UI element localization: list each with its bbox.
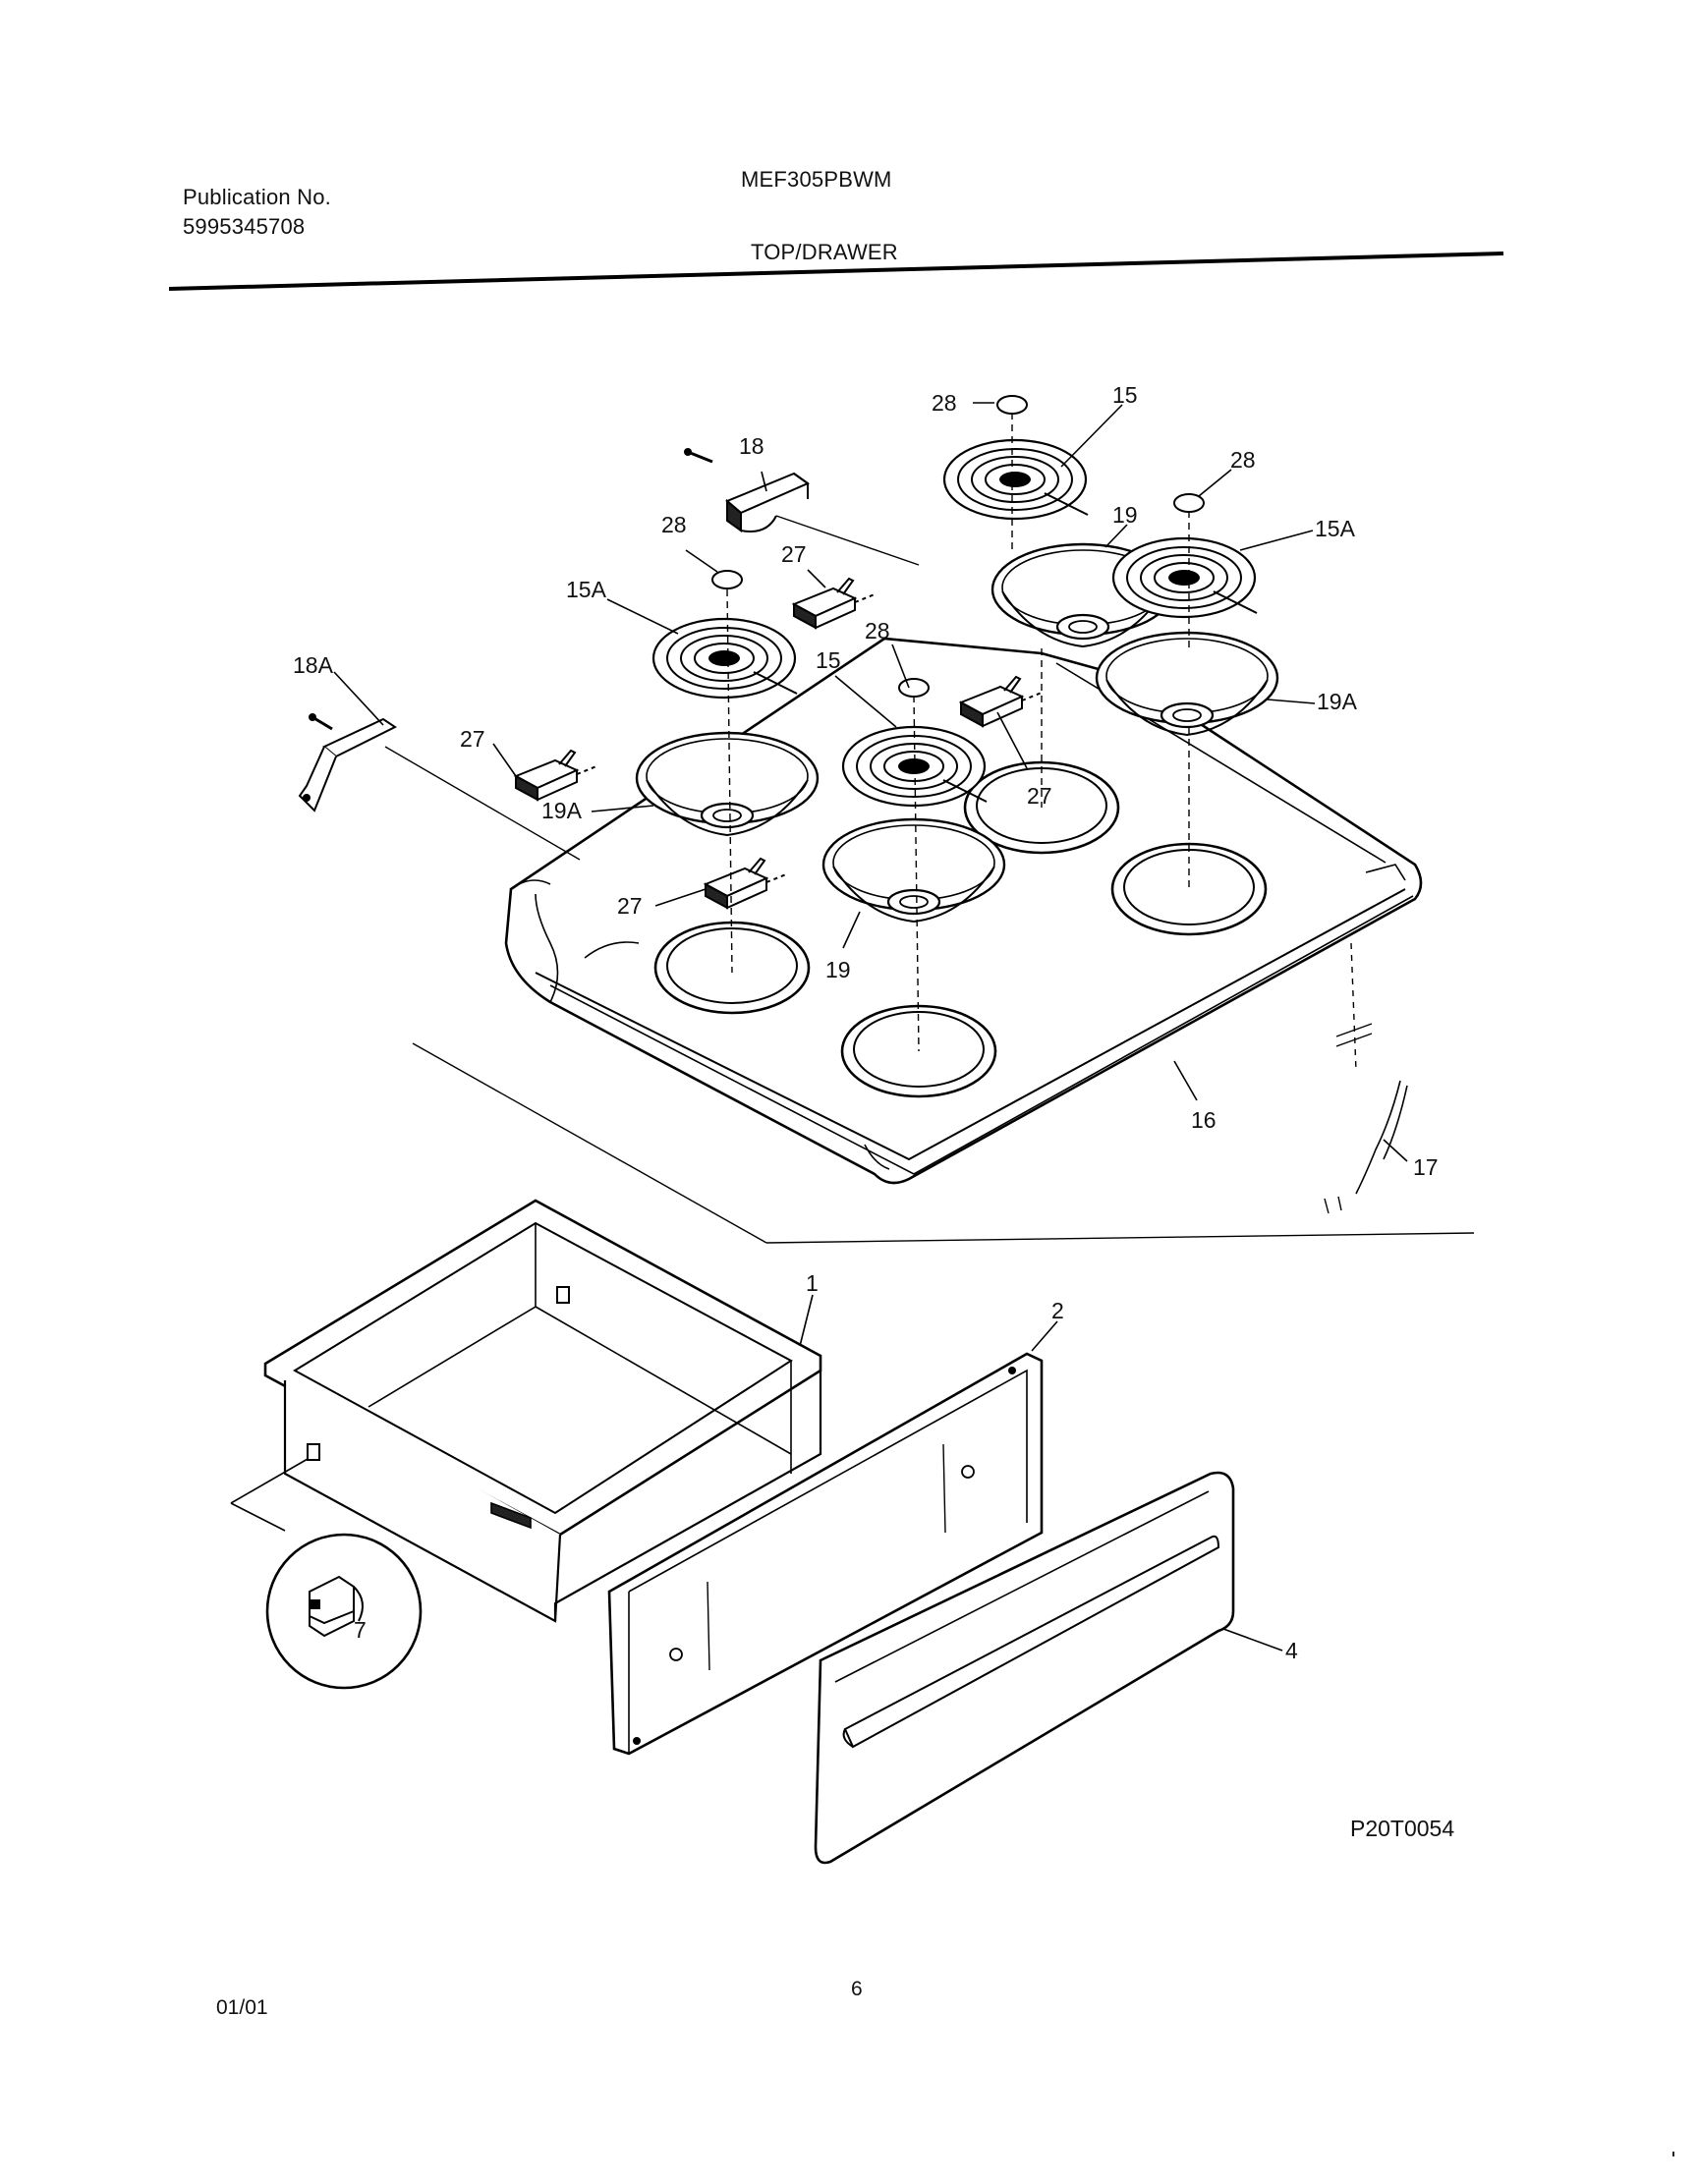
callout-28-mid: 28 [865,618,890,644]
page-number: 6 [851,1978,863,2000]
trim-pad-rear [996,395,1028,415]
drawer-glide-detail [230,1458,423,1690]
element-bracket-left [298,713,397,812]
callout-27-d: 27 [617,893,643,919]
callout-15-top: 15 [1112,382,1138,408]
receptacle-left [515,750,597,801]
section-title: TOP/DRAWER [751,240,898,264]
figure-id: P20T0054 [1350,1816,1455,1841]
model-number: MEF305PBWM [741,167,892,192]
callout-17: 17 [1413,1154,1439,1180]
publication-number: 5995345708 [183,214,306,239]
header-rule [169,252,1504,291]
publication-label: Publication No. [183,185,331,209]
callout-18a: 18A [293,652,334,678]
cooktop-main-top [504,637,1423,1185]
scan-mark [1672,2152,1674,2156]
callout-2: 2 [1051,1298,1064,1323]
footer-date: 01/01 [216,1996,268,2019]
surface-element-small-right [1111,536,1259,619]
callout-28-right: 28 [1230,447,1256,473]
trim-pad-right [1173,493,1205,513]
callout-27-b: 27 [460,726,485,752]
callout-15a-left: 15A [566,577,607,602]
callout-15a-right: 15A [1315,516,1356,541]
trim-pad-left [711,570,743,589]
element-bracket-rear [684,448,811,532]
callout-27-a: 27 [781,541,807,567]
trim-pad-center [898,678,930,698]
assembly-lines [384,413,1475,1244]
callout-4: 4 [1285,1638,1298,1663]
callout-27-c: 27 [1027,783,1052,809]
callout-19-bottom: 19 [825,957,851,982]
callout-28-left: 28 [661,512,687,537]
callout-28-top: 28 [932,390,957,416]
callout-18: 18 [739,433,764,459]
drawer-front-cover [814,1471,1235,1865]
surface-element-small-left [651,617,799,700]
surface-element-large-rear [942,438,1090,521]
drawer-body [263,1199,822,1623]
callout-19-top: 19 [1112,502,1138,528]
receptacle-rear-left [793,578,876,629]
drawer-front-panel [607,1352,1044,1756]
callout-1: 1 [806,1270,819,1296]
callout-19a-right: 19A [1317,689,1358,714]
callout-leaders [333,402,1408,1652]
callout-7: 7 [354,1617,367,1643]
callout-15-mid: 15 [816,647,841,673]
callout-19a-left: 19A [541,798,583,823]
callout-16: 16 [1191,1107,1217,1133]
